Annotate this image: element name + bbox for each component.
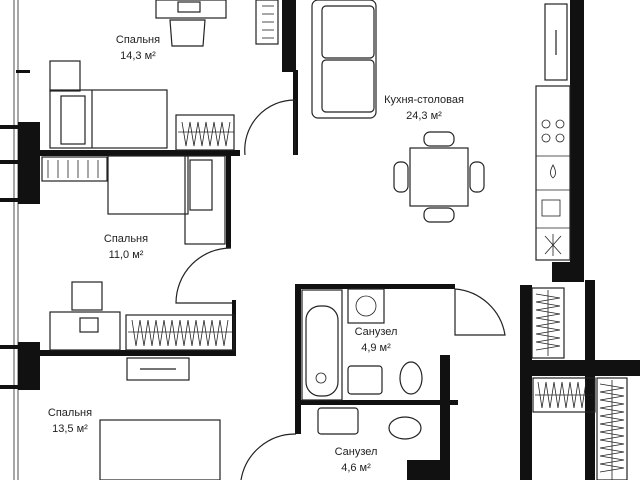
room-name: Кухня-столовая: [384, 94, 464, 106]
bed-bedroom-1: [49, 60, 168, 149]
room-area: 11,0 м²: [108, 249, 144, 261]
room-name: Спальня: [103, 233, 149, 245]
kitchen-counter: [535, 3, 571, 261]
dining-table: [393, 131, 485, 223]
room-name: Санузел: [354, 326, 398, 338]
toilet-bathroom-2: [388, 416, 422, 440]
room-area: 24,3 м²: [406, 110, 442, 122]
sofa: [311, 0, 377, 119]
bathtub: [301, 289, 343, 401]
wardrobe-bedroom-1: [175, 114, 235, 151]
room-area: 14,3 м²: [120, 50, 156, 62]
outer-left-wall: [0, 0, 40, 480]
washing-machine: [347, 288, 385, 324]
desk-bedroom-1: [155, 0, 279, 47]
door-bedroom-1: [244, 99, 296, 156]
sink-bathroom-2: [317, 407, 359, 435]
room-name: Санузел: [334, 446, 378, 458]
bed-bedroom-2: [41, 155, 226, 245]
wardrobes-right: [531, 287, 628, 480]
room-label-bedroom-2: Спальня 11,0 м²: [66, 231, 186, 263]
door-bathroom-1: [454, 288, 506, 336]
room-area: 4,6 м²: [341, 462, 371, 474]
desk-bedroom-3: [49, 281, 235, 480]
room-area: 13,5 м²: [52, 423, 88, 435]
room-area: 4,9 м²: [361, 342, 391, 354]
interior-walls: [40, 0, 640, 480]
room-label-kitchen: Кухня-столовая 24,3 м²: [364, 92, 484, 124]
room-label-bathroom-1: Санузел 4,9 м²: [316, 324, 436, 356]
sink-bathroom-1: [347, 365, 383, 395]
door-bedroom-2: [175, 247, 232, 304]
room-label-bedroom-3: Спальня 13,5 м²: [10, 405, 130, 437]
room-name: Спальня: [47, 407, 93, 419]
toilet-bathroom-1: [399, 361, 423, 395]
room-label-bathroom-2: Санузел 4,6 м²: [296, 444, 416, 476]
room-name: Спальня: [115, 34, 161, 46]
door-bathroom-2: [240, 433, 297, 480]
room-label-bedroom-1: Спальня 14,3 м²: [78, 32, 198, 64]
